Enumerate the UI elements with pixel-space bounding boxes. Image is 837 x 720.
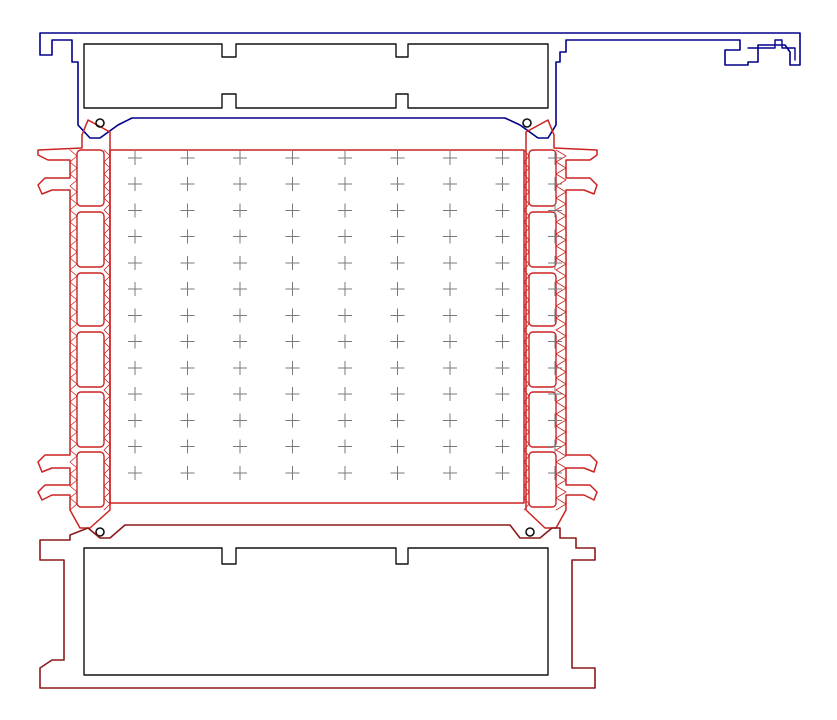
right-chamber bbox=[528, 331, 557, 388]
right-chamber bbox=[528, 149, 557, 207]
infill-plus-grid bbox=[128, 151, 562, 480]
screw-top-left bbox=[95, 118, 105, 128]
right-chamber bbox=[528, 451, 557, 508]
bottom-frame-profile bbox=[39, 524, 596, 689]
profile-hatch-lines bbox=[523, 149, 530, 511]
bottom-chamber bbox=[83, 547, 549, 676]
right-side-outline bbox=[525, 119, 598, 529]
left-side-chambers bbox=[76, 149, 105, 508]
right-side-chambers bbox=[528, 149, 557, 508]
right-side-hatching bbox=[523, 149, 567, 511]
right-chamber bbox=[528, 211, 557, 268]
left-chamber bbox=[76, 391, 105, 448]
profile-hatch-lines bbox=[69, 149, 78, 511]
left-chamber bbox=[76, 149, 105, 207]
left-chamber bbox=[76, 451, 105, 508]
screw-top-right bbox=[522, 118, 532, 128]
top-chamber bbox=[83, 43, 549, 109]
profile-hatch-lines bbox=[103, 149, 111, 511]
bottom-frame-outline bbox=[39, 524, 596, 689]
right-side-profile bbox=[523, 119, 598, 529]
bottom-chamber-outline bbox=[83, 547, 549, 676]
infill-panel bbox=[109, 149, 562, 504]
left-chamber bbox=[76, 331, 105, 388]
infill-panel-outline bbox=[109, 149, 525, 504]
left-side-profile bbox=[37, 119, 111, 529]
top-chamber-outline bbox=[83, 43, 549, 109]
fixing-screws bbox=[95, 118, 535, 537]
left-chamber bbox=[76, 211, 105, 268]
profile-hatch-lines bbox=[555, 149, 567, 511]
top-frame-profile bbox=[39, 32, 801, 139]
right-chamber bbox=[528, 391, 557, 448]
left-chamber bbox=[76, 272, 105, 327]
top-frame-outline bbox=[39, 32, 801, 139]
left-side-outline bbox=[37, 119, 111, 529]
screw-bottom-right bbox=[525, 527, 535, 537]
right-chamber bbox=[528, 272, 557, 327]
screw-bottom-left bbox=[95, 527, 105, 537]
top-frame-hook bbox=[747, 39, 796, 61]
